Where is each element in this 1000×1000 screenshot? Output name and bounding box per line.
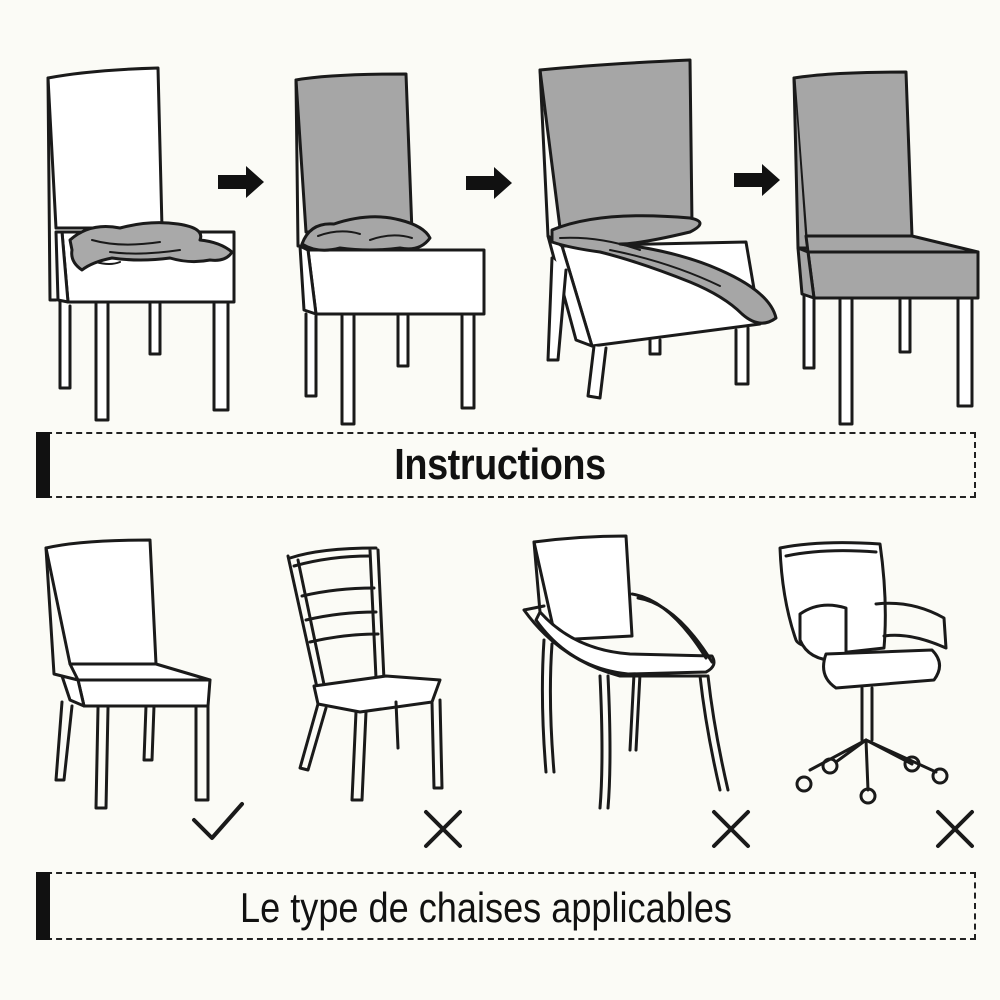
check-icon — [192, 802, 244, 840]
cross-icon — [712, 810, 750, 848]
step-1-chair — [46, 66, 236, 422]
instructions-title: Instructions — [394, 440, 606, 489]
office-chair — [778, 541, 949, 805]
cross-icon — [936, 810, 974, 848]
cross-icon — [424, 810, 462, 848]
arrow-icon — [734, 164, 780, 196]
arrow-icon — [466, 167, 512, 199]
applicable-banner-bar — [36, 872, 50, 940]
step-4-chair — [792, 70, 980, 426]
parsons-chair — [44, 538, 212, 810]
step-3-chair — [538, 58, 778, 400]
applicable-chairs-title: Le type de chaises applicables — [240, 884, 732, 931]
instructions-banner-bar — [36, 432, 50, 498]
arrow-icon — [218, 166, 264, 198]
step-2-chair — [294, 72, 486, 426]
ladder-back-chair — [286, 546, 444, 802]
armchair-metal-frame — [522, 534, 730, 810]
